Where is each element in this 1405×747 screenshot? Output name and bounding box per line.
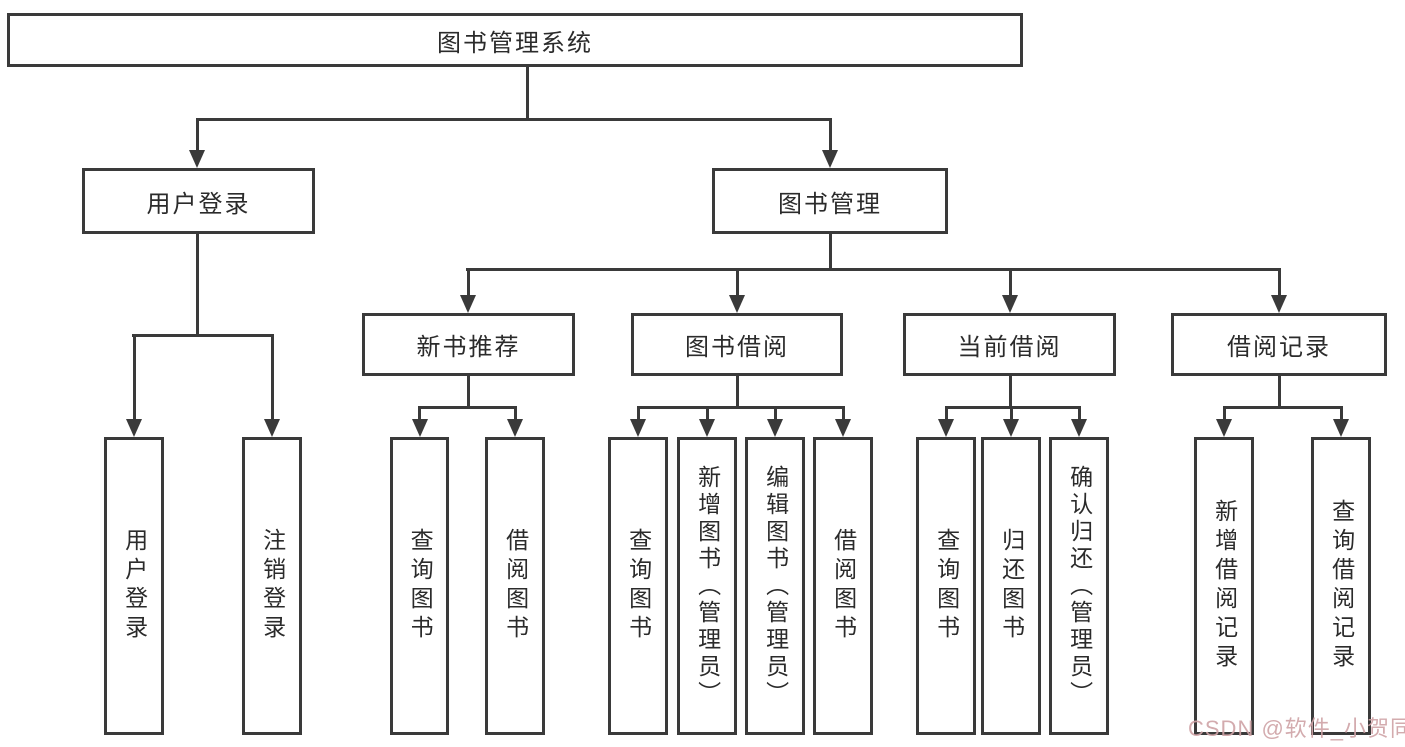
connector-drop-currentborrow-leaf3 xyxy=(1078,409,1081,419)
arrowhead-down-icon xyxy=(1271,295,1287,313)
connector-drop-borrow-record xyxy=(1278,271,1281,295)
connector-currentborrow-hline xyxy=(945,406,1081,409)
node-root-label: 图书管理系统 xyxy=(437,29,593,57)
node-book-borrow-label: 图书借阅 xyxy=(685,334,789,361)
node-new-book-recommend-label: 新书推荐 xyxy=(416,334,521,361)
leaf-confirm-return-admin: 确认归还（管理员） xyxy=(1049,437,1109,735)
node-root: 图书管理系统 xyxy=(7,13,1023,67)
leaf-query-books-current-label: 查询图书 xyxy=(933,528,960,644)
connector-user-login-vdrop xyxy=(196,234,199,334)
connector-l3-hline xyxy=(466,268,1281,271)
leaf-borrow-books-borrow-label: 借阅图书 xyxy=(830,528,857,644)
leaf-query-books-recommend: 查询图书 xyxy=(390,437,449,735)
connector-drop-current-borrow xyxy=(1009,271,1012,295)
arrowhead-down-icon xyxy=(126,419,142,437)
connector-drop-bookborrow-leaf3 xyxy=(774,409,777,419)
leaf-borrow-books-borrow: 借阅图书 xyxy=(813,437,873,735)
connector-drop-bookborrow-leaf1 xyxy=(637,409,640,419)
arrowhead-down-icon xyxy=(1002,295,1018,313)
connector-recommend-vdrop xyxy=(467,376,470,406)
arrowhead-down-icon xyxy=(767,419,783,437)
connector-drop-bookborrow-leaf2 xyxy=(706,409,709,419)
leaf-add-book-admin: 新增图书（管理员） xyxy=(677,437,737,735)
leaf-query-books-borrow-label: 查询图书 xyxy=(625,528,652,644)
node-book-management-label: 图书管理 xyxy=(778,190,882,218)
connector-drop-book-borrow xyxy=(736,271,739,295)
node-current-borrow-label: 当前借阅 xyxy=(957,334,1062,361)
connector-currentborrow-vdrop xyxy=(1009,376,1012,406)
node-borrow-record: 借阅记录 xyxy=(1171,313,1387,376)
arrowhead-down-icon xyxy=(189,150,205,168)
connector-drop-user-login xyxy=(196,121,199,150)
connector-drop-borrowrecord-leaf1 xyxy=(1223,409,1226,419)
leaf-logout-label: 注销登录 xyxy=(259,528,286,644)
connector-borrowrecord-vdrop xyxy=(1278,376,1281,406)
node-user-login-label: 用户登录 xyxy=(146,190,251,218)
arrowhead-down-icon xyxy=(507,419,523,437)
node-book-borrow: 图书借阅 xyxy=(631,313,843,376)
leaf-return-books-label: 归还图书 xyxy=(998,528,1025,644)
arrowhead-down-icon xyxy=(729,295,745,313)
connector-drop-leaf-logout xyxy=(271,337,274,419)
leaf-return-books: 归还图书 xyxy=(981,437,1041,735)
leaf-edit-book-admin-label: 编辑图书（管理员） xyxy=(762,464,789,708)
arrowhead-down-icon xyxy=(630,419,646,437)
connector-root-drop xyxy=(526,67,529,118)
connector-drop-bookborrow-leaf4 xyxy=(842,409,845,419)
leaf-query-borrow-record: 查询借阅记录 xyxy=(1311,437,1371,735)
leaf-user-login: 用户登录 xyxy=(104,437,164,735)
connector-drop-recommend-leaf1 xyxy=(418,409,421,419)
arrowhead-down-icon xyxy=(1333,419,1349,437)
leaf-query-books-recommend-label: 查询图书 xyxy=(407,528,434,644)
leaf-query-books-borrow: 查询图书 xyxy=(608,437,668,735)
leaf-add-book-admin-label: 新增图书（管理员） xyxy=(694,464,721,708)
node-borrow-record-label: 借阅记录 xyxy=(1227,334,1331,361)
connector-borrowrecord-hline xyxy=(1223,406,1343,409)
watermark: CSDN @软件_小贺同学 xyxy=(1188,716,1405,741)
leaf-borrow-books-recommend: 借阅图书 xyxy=(485,437,545,735)
leaf-confirm-return-admin-label: 确认归还（管理员） xyxy=(1066,464,1093,708)
leaf-add-borrow-record-label: 新增借阅记录 xyxy=(1211,499,1238,673)
leaf-logout: 注销登录 xyxy=(242,437,302,735)
connector-bookborrow-vdrop xyxy=(736,376,739,406)
connector-drop-new-book-recommend xyxy=(467,271,470,295)
leaf-user-login-label: 用户登录 xyxy=(121,528,148,644)
connector-drop-leaf-user-login xyxy=(133,337,136,419)
connector-drop-currentborrow-leaf2 xyxy=(1010,409,1013,419)
connector-drop-currentborrow-leaf1 xyxy=(945,409,948,419)
arrowhead-down-icon xyxy=(699,419,715,437)
arrowhead-down-icon xyxy=(1071,419,1087,437)
connector-user-login-hline xyxy=(132,334,274,337)
connector-recommend-hline xyxy=(418,406,517,409)
leaf-add-borrow-record: 新增借阅记录 xyxy=(1194,437,1254,735)
arrowhead-down-icon xyxy=(1216,419,1232,437)
connector-drop-borrowrecord-leaf2 xyxy=(1340,409,1343,419)
node-book-management: 图书管理 xyxy=(712,168,948,234)
leaf-edit-book-admin: 编辑图书（管理员） xyxy=(745,437,805,735)
arrowhead-down-icon xyxy=(835,419,851,437)
leaf-query-borrow-record-label: 查询借阅记录 xyxy=(1328,499,1355,673)
connector-bookborrow-hline xyxy=(637,406,845,409)
arrowhead-down-icon xyxy=(412,419,428,437)
connector-drop-book-management xyxy=(829,121,832,150)
arrowhead-down-icon xyxy=(1003,419,1019,437)
connector-drop-recommend-leaf2 xyxy=(514,409,517,419)
leaf-query-books-current: 查询图书 xyxy=(916,437,976,735)
arrowhead-down-icon xyxy=(460,295,476,313)
leaf-borrow-books-recommend-label: 借阅图书 xyxy=(502,528,529,644)
connector-book-management-vdrop xyxy=(829,234,832,268)
arrowhead-down-icon xyxy=(938,419,954,437)
arrowhead-down-icon xyxy=(822,150,838,168)
node-new-book-recommend: 新书推荐 xyxy=(362,313,575,376)
node-current-borrow: 当前借阅 xyxy=(903,313,1116,376)
arrowhead-down-icon xyxy=(264,419,280,437)
node-user-login: 用户登录 xyxy=(82,168,315,234)
connector-l2-hline xyxy=(196,118,832,121)
